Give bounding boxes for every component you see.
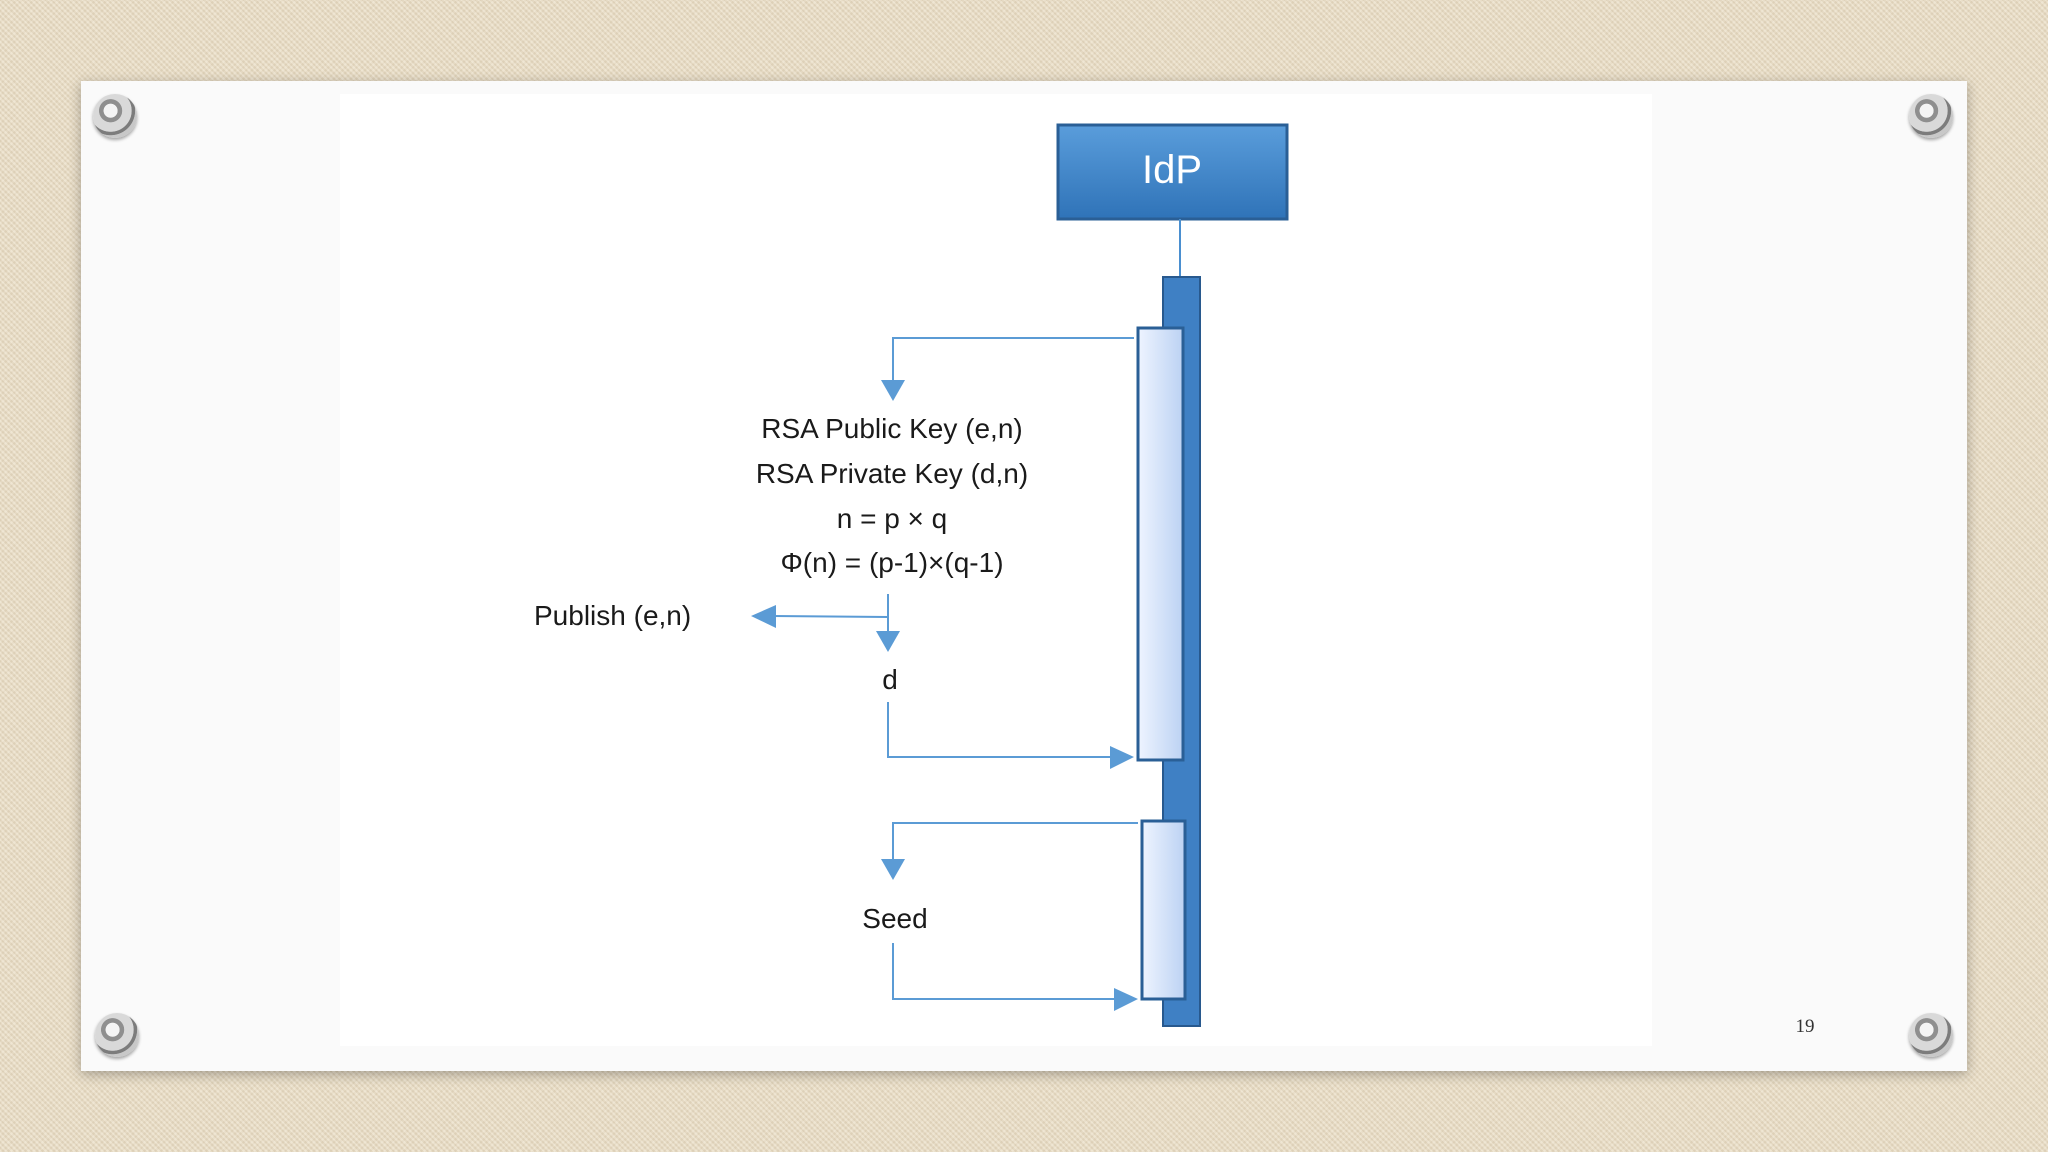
- participant-label: IdP: [1142, 148, 1202, 192]
- grommet-top-right: [1909, 94, 1953, 138]
- arrow-branch: [751, 594, 900, 652]
- publish-label: Publish (e,n): [534, 600, 691, 631]
- d-label: d: [882, 664, 898, 695]
- arrow-to-seed: [881, 822, 1138, 880]
- rsa-public-key-label: RSA Public Key (e,n): [761, 413, 1022, 444]
- participant-idp: IdP: [1056, 123, 1289, 221]
- arrow-d-return: [887, 702, 1134, 769]
- slide-content-area: [340, 94, 1652, 1046]
- seed-label: Seed: [862, 903, 927, 934]
- modulus-formula: n = p × q: [837, 503, 948, 534]
- rsa-private-key-label: RSA Private Key (d,n): [756, 458, 1028, 489]
- arrow-to-rsa-keys: [881, 337, 1134, 401]
- grommet-bottom-left: [95, 1013, 139, 1057]
- totient-formula: Φ(n) = (p-1)×(q-1): [780, 547, 1003, 578]
- grommet-top-left: [93, 94, 137, 138]
- activation-box-seed: [1140, 819, 1187, 1001]
- activation-box-key-generation: [1136, 326, 1185, 762]
- grommet-bottom-right: [1909, 1013, 1953, 1057]
- page-number: 19: [1795, 1016, 1815, 1037]
- arrow-seed-return: [892, 943, 1138, 1011]
